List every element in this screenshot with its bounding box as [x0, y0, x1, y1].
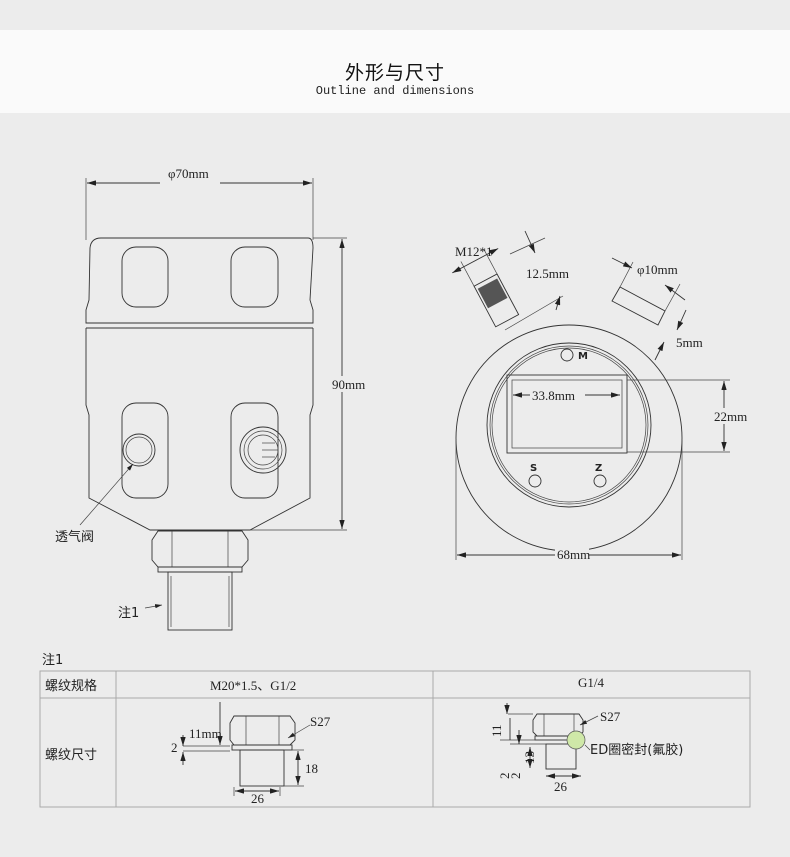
m12-connector — [452, 248, 520, 328]
offset-label: 5mm — [676, 335, 703, 350]
window-recess — [230, 402, 279, 499]
housing-top — [85, 237, 314, 324]
display-window — [506, 374, 628, 454]
dim-dia: 26 — [251, 791, 265, 806]
row-label-dims: 螺纹尺寸 — [45, 748, 97, 763]
dim-len: 13 — [522, 751, 537, 764]
button-s-label: S — [530, 463, 537, 474]
vent-label: 透气阀 — [55, 529, 94, 545]
thread-label: M12*1 — [455, 244, 493, 259]
dim-dia: 26 — [554, 779, 568, 794]
row-label-spec: 螺纹规格 — [45, 678, 97, 694]
page-title: 外形与尺寸 — [344, 62, 445, 84]
window-recess — [121, 246, 169, 308]
thread-length-label: 12.5mm — [526, 266, 569, 281]
cable-diameter-label: φ10mm — [637, 262, 678, 277]
note-ref-label: 注1 — [118, 606, 139, 621]
diameter-label: φ70mm — [168, 166, 209, 181]
seal-label: ED圈密封(氟胶) — [590, 742, 683, 758]
note-title: 注1 — [42, 653, 63, 668]
dim-s: S27 — [310, 714, 331, 729]
window-recess — [121, 402, 169, 499]
button-z-label: Z — [595, 463, 602, 474]
button-s — [528, 474, 542, 488]
display-height-label: 22mm — [714, 409, 747, 424]
display-width-label: 33.8mm — [532, 388, 575, 403]
button-m-label: M — [578, 351, 588, 362]
hex-nut — [151, 530, 249, 568]
button-m — [560, 348, 574, 362]
housing-outline — [455, 324, 683, 552]
thread-sketch-2: 11 2 2 13 S27 ED圈密封(氟胶) 26 — [489, 703, 683, 794]
dim-gap: 2 — [171, 740, 178, 755]
page-subtitle: Outline and dimensions — [315, 84, 475, 98]
front-view: φ70mm 90mm 透气阀 注1 — [55, 166, 368, 631]
thread-sketch-1: 11mm 2 S27 18 26 — [171, 702, 331, 806]
thread-fitting — [167, 571, 233, 631]
thread-table: 注1 螺纹规格 螺纹尺寸 M20*1.5、G1/2 G1/4 11mm 2 S2… — [39, 653, 751, 808]
dim-gap2: 2 — [497, 773, 512, 780]
spec-cell-2: G1/4 — [578, 675, 605, 690]
width-label: 68mm — [557, 547, 590, 562]
dim-hex: 11 — [489, 724, 504, 737]
top-view: M S Z 33.8mm 22mm 68mm M12*1 12.5mm — [452, 230, 748, 562]
seal-ring-icon — [566, 730, 586, 750]
dim-gap1: 2 — [508, 773, 523, 780]
window-recess — [230, 246, 279, 308]
housing-body — [85, 328, 314, 531]
button-z — [593, 474, 607, 488]
dim-s: S27 — [600, 709, 621, 724]
dim-hex: 11mm — [189, 726, 222, 741]
height-label: 90mm — [332, 377, 365, 392]
header-band — [0, 30, 790, 113]
dim-len: 18 — [305, 761, 318, 776]
spec-cell-1: M20*1.5、G1/2 — [210, 678, 296, 693]
cable-gland — [611, 286, 666, 326]
connector-icon — [239, 426, 287, 474]
vent-valve-icon — [122, 433, 156, 467]
